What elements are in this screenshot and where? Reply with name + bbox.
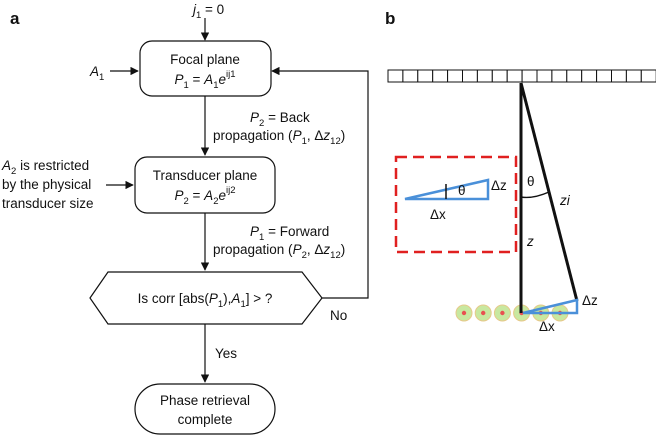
forward-propagation-line2: propagation (P2, Δz12) xyxy=(213,242,345,261)
inset-delta-x-label: Δx xyxy=(430,207,446,222)
a1-input-label: A1 xyxy=(89,64,104,83)
transducer-element xyxy=(640,69,656,83)
transducer-plane-box xyxy=(134,156,276,214)
transducer-plane-title: Transducer plane xyxy=(153,168,258,183)
transducer-element xyxy=(521,69,538,83)
transducer-element xyxy=(566,69,583,83)
transducer-element xyxy=(596,69,612,83)
transducer-element xyxy=(432,69,449,83)
panel-a-label: a xyxy=(10,9,20,28)
transducer-element xyxy=(506,69,523,83)
back-propagation-line2: propagation (P1, Δz12) xyxy=(213,128,345,147)
focal-plane-title: Focal plane xyxy=(170,52,240,67)
a2-restriction-line1: A2 is restricted xyxy=(1,158,89,177)
no-label: No xyxy=(330,308,347,323)
zi-label: zi xyxy=(559,193,571,208)
a2-restriction-line3: transducer size xyxy=(2,196,94,211)
theta-label: θ xyxy=(527,174,535,189)
bottom-delta-x-label: Δx xyxy=(539,319,555,334)
transducer-array xyxy=(387,69,656,83)
decision-text: Is corr [abs(P1),A1] > ? xyxy=(138,291,273,310)
start-condition: j1 = 0 xyxy=(191,2,224,21)
end-terminator xyxy=(134,383,276,435)
end-line2: complete xyxy=(178,412,233,427)
theta-arc xyxy=(520,191,550,199)
inset-theta-label: θ xyxy=(458,183,466,198)
transducer-element xyxy=(402,69,419,83)
yes-label: Yes xyxy=(215,346,237,361)
inset-delta-z-label: Δz xyxy=(491,178,507,193)
forward-propagation-line1: P1 = Forward xyxy=(250,224,329,243)
transducer-element xyxy=(625,69,642,83)
transducer-element xyxy=(476,69,493,83)
panel-b-label: b xyxy=(385,9,395,28)
a2-restriction-line2: by the physical xyxy=(2,177,91,192)
transducer-element xyxy=(611,69,627,83)
focal-spot xyxy=(455,304,473,322)
transducer-element xyxy=(417,69,434,83)
z-label: z xyxy=(526,234,534,249)
transducer-element xyxy=(551,69,568,83)
inset-box xyxy=(394,155,518,254)
end-line1: Phase retrieval xyxy=(160,393,250,408)
loop-no-path xyxy=(271,66,369,299)
transducer-element xyxy=(581,69,598,83)
transducer-plane-equation: P2 = A2eij2 xyxy=(174,185,235,207)
bottom-triangle xyxy=(522,298,579,315)
focal-plane-equation: P1 = A1eij1 xyxy=(174,69,235,91)
focal-plane-box xyxy=(139,40,272,97)
back-propagation-line1: P2 = Back xyxy=(250,110,310,129)
bottom-delta-z-label: Δz xyxy=(582,293,598,308)
transducer-element xyxy=(536,69,553,83)
transducer-element xyxy=(462,69,478,83)
transducer-element xyxy=(447,69,464,83)
transducer-element xyxy=(491,69,508,83)
transducer-element xyxy=(387,69,404,83)
focal-spot xyxy=(474,304,492,322)
focal-spot xyxy=(493,304,511,322)
